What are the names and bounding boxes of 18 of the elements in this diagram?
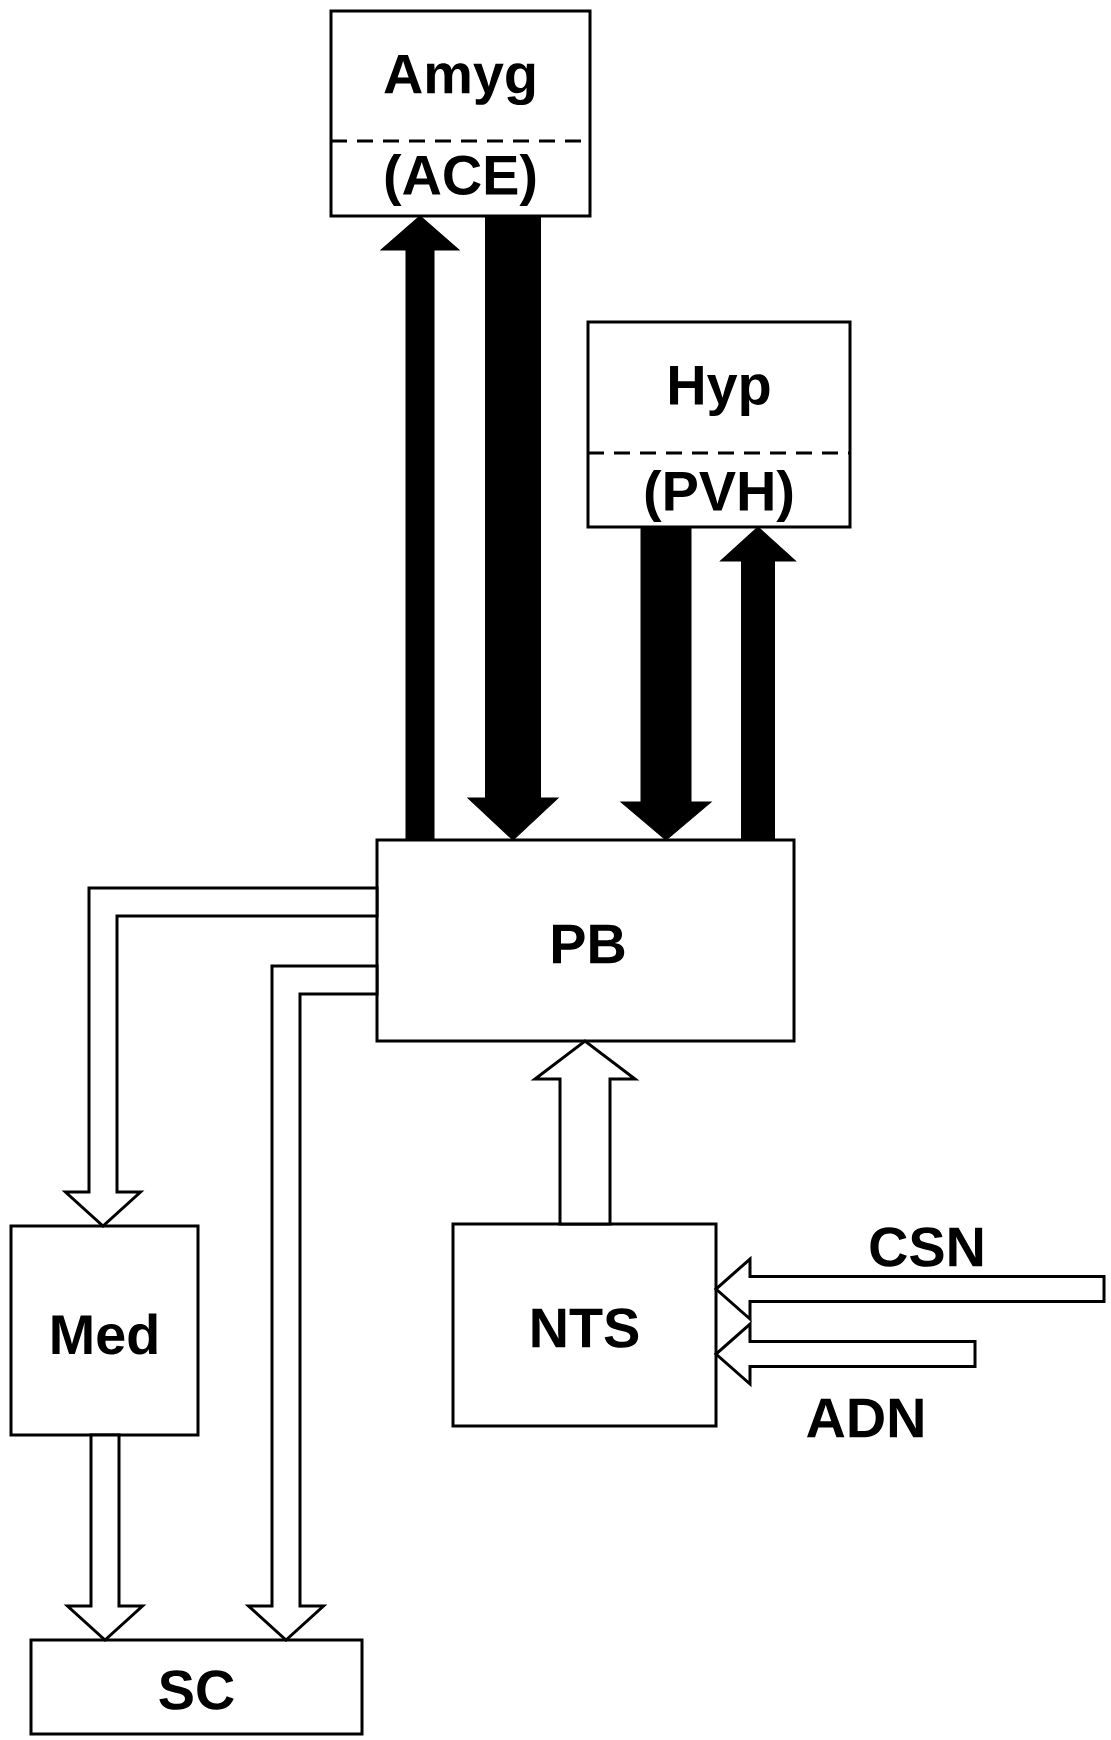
arrow <box>620 526 712 841</box>
region-box: PB <box>375 838 796 1043</box>
arrow <box>720 526 796 841</box>
region-box: SC <box>29 1638 364 1736</box>
arrow <box>530 1039 640 1226</box>
edge-label: CSN <box>870 1227 983 1267</box>
arrow <box>713 1320 977 1388</box>
arrow <box>713 1255 1106 1323</box>
region-box: Med <box>9 1224 200 1437</box>
arrow <box>63 1433 147 1643</box>
region-box: Hyp (PVH) <box>586 320 852 529</box>
arrow <box>244 964 379 1643</box>
arrow <box>61 886 379 1229</box>
arrow <box>467 215 559 841</box>
region-box: NTS <box>451 1222 718 1428</box>
arrow <box>380 215 460 841</box>
region-box: Amyg (ACE) <box>329 9 592 218</box>
edge-label: ADN <box>806 1398 923 1438</box>
